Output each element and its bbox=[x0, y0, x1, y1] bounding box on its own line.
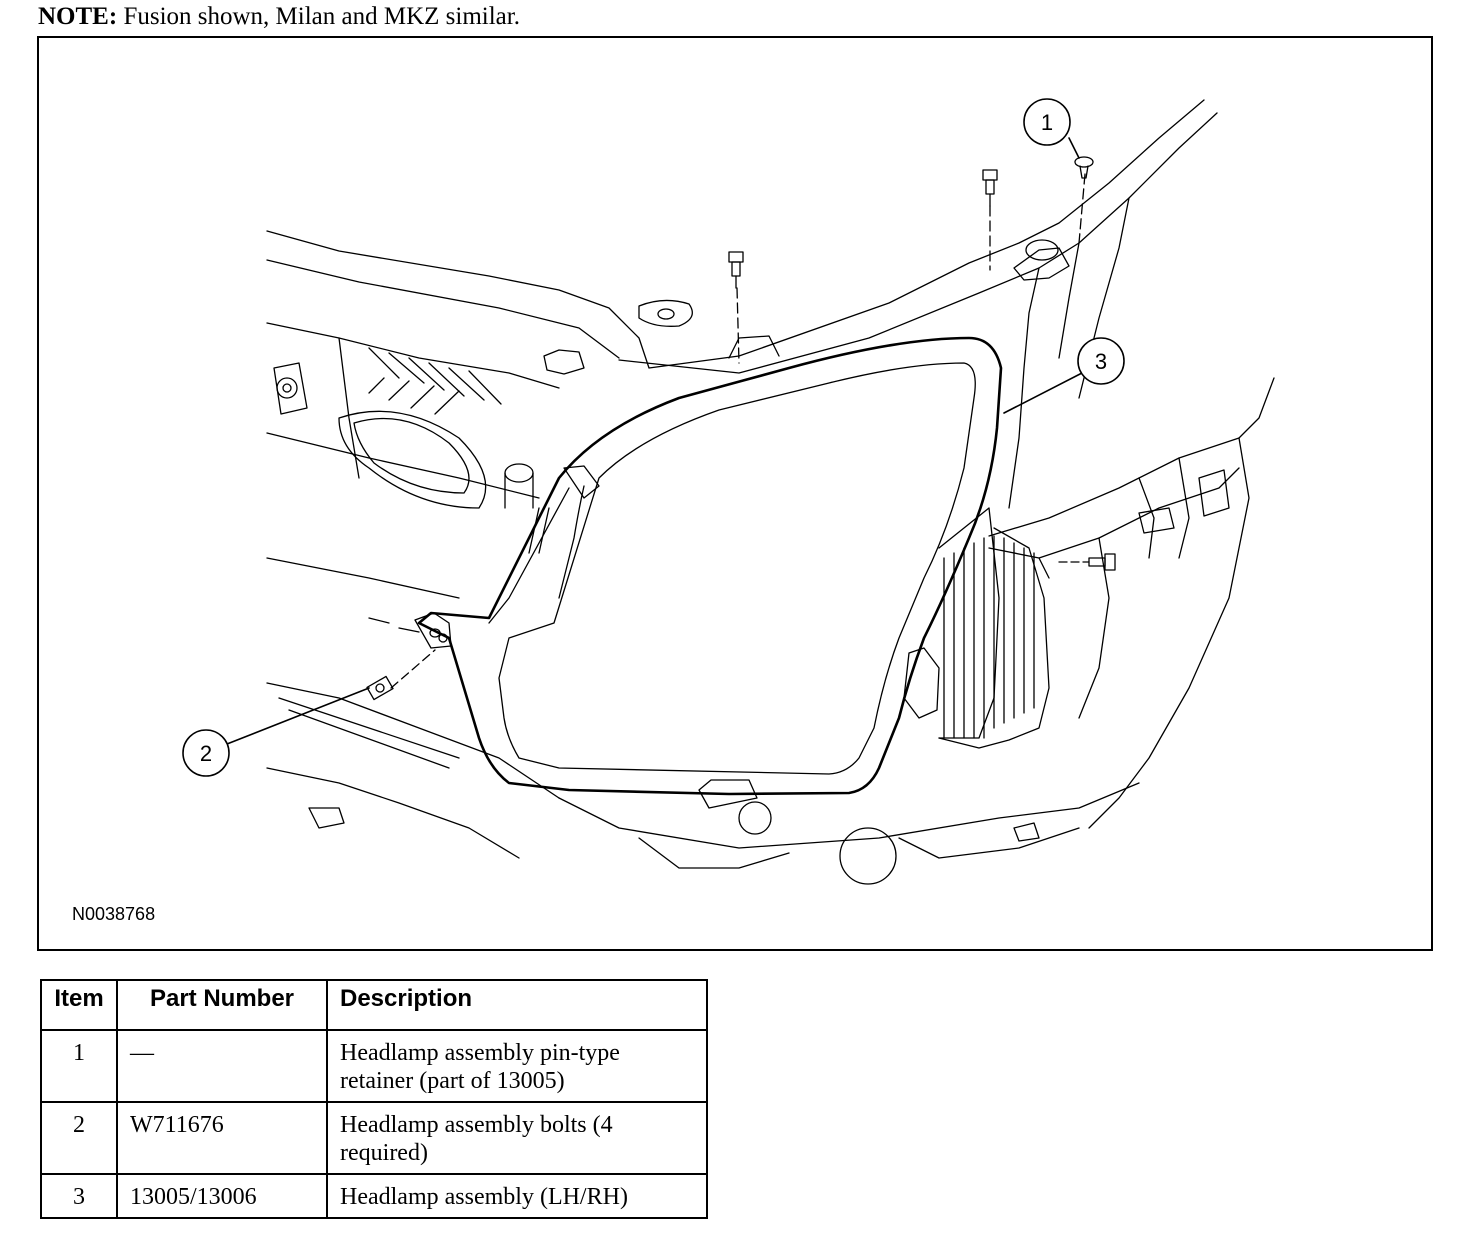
callout-2-label: 2 bbox=[200, 741, 212, 766]
callout-3 bbox=[1077, 337, 1125, 385]
callout-1-label: 1 bbox=[1041, 110, 1053, 135]
bolt-item-2 bbox=[366, 675, 394, 701]
retainer-top bbox=[1074, 156, 1094, 179]
cell-item: 2 bbox=[40, 1101, 118, 1175]
note-label: NOTE: bbox=[38, 3, 118, 30]
cell-part-number: — bbox=[116, 1029, 328, 1103]
header-description: Description bbox=[326, 979, 708, 1031]
bolt-top-2 bbox=[982, 169, 998, 207]
callout-3-label: 3 bbox=[1095, 349, 1107, 374]
callout-2 bbox=[182, 729, 230, 777]
parts-table: Item Part Number Description 1 — Headlam… bbox=[40, 979, 708, 1219]
callout-1 bbox=[1023, 98, 1071, 146]
cell-item: 1 bbox=[40, 1029, 118, 1103]
cell-description: Headlamp assembly bolts (4 required) bbox=[326, 1101, 708, 1175]
table-header-row: Item Part Number Description bbox=[40, 979, 708, 1031]
note-line: NOTE: Fusion shown, Milan and MKZ simila… bbox=[38, 2, 520, 32]
header-item: Item bbox=[40, 979, 118, 1031]
cell-item: 3 bbox=[40, 1173, 118, 1219]
table-row: 2 W711676 Headlamp assembly bolts (4 req… bbox=[40, 1101, 708, 1175]
table-row: 1 — Headlamp assembly pin-type retainer … bbox=[40, 1029, 708, 1103]
cell-description: Headlamp assembly (LH/RH) bbox=[326, 1173, 708, 1219]
cell-part-number: W711676 bbox=[116, 1101, 328, 1175]
figure-frame: 1 2 3 N0038768 bbox=[37, 36, 1433, 951]
cell-description: Headlamp assembly pin-type retainer (par… bbox=[326, 1029, 708, 1103]
table-row: 3 13005/13006 Headlamp assembly (LH/RH) bbox=[40, 1173, 708, 1219]
header-part-number: Part Number bbox=[116, 979, 328, 1031]
figure-id: N0038768 bbox=[72, 904, 156, 924]
cell-part-number: 13005/13006 bbox=[116, 1173, 328, 1219]
headlamp-illustration: 1 2 3 bbox=[182, 98, 1275, 885]
note-text: Fusion shown, Milan and MKZ similar. bbox=[117, 3, 520, 30]
bolt-top-1 bbox=[728, 251, 744, 289]
headlamp-assembly-outline bbox=[417, 336, 1003, 796]
